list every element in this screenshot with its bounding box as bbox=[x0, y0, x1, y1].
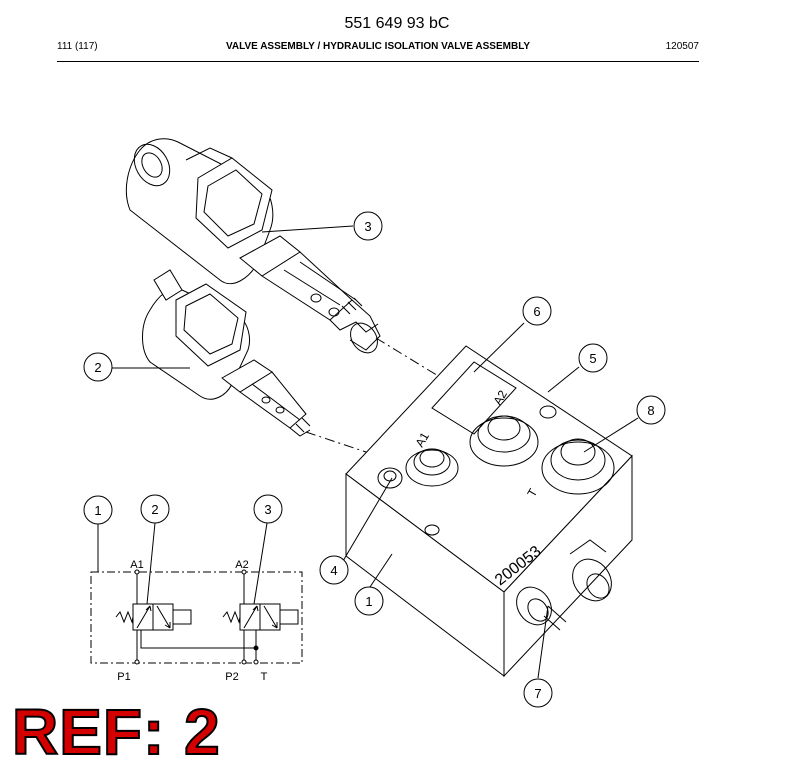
svg-text:2: 2 bbox=[151, 502, 158, 517]
page-number: 111 (117) bbox=[57, 41, 98, 52]
document-number: 551 649 93 bC bbox=[344, 15, 450, 32]
schematic-valve-1 bbox=[115, 569, 256, 665]
callout-3-schematic: 3 bbox=[253, 494, 283, 524]
callout-4-main: 4 bbox=[319, 555, 349, 585]
port-label-a2: A2 bbox=[490, 388, 510, 408]
svg-text:3: 3 bbox=[264, 502, 271, 517]
callout-1-main: 1 bbox=[354, 586, 384, 616]
leader-lines bbox=[112, 225, 639, 679]
page-header: 111 (117) VALVE ASSEMBLY / HYDRAULIC ISO… bbox=[57, 41, 699, 55]
solenoid-valve-lower bbox=[142, 269, 311, 437]
svg-text:3: 3 bbox=[364, 219, 371, 234]
svg-text:2: 2 bbox=[94, 360, 101, 375]
svg-text:6: 6 bbox=[533, 304, 540, 319]
manifold-block bbox=[345, 345, 633, 678]
callout-2-schematic: 2 bbox=[140, 494, 170, 524]
schematic-label-a1: A1 bbox=[130, 559, 143, 571]
header-divider bbox=[57, 61, 699, 62]
schematic-label-p1: P1 bbox=[117, 671, 130, 683]
svg-text:1: 1 bbox=[94, 503, 101, 518]
callout-6-main: 6 bbox=[522, 296, 552, 326]
svg-text:4: 4 bbox=[330, 563, 337, 578]
callout-1-schematic: 1 bbox=[83, 495, 113, 525]
svg-text:5: 5 bbox=[589, 351, 596, 366]
callout-7-main: 7 bbox=[523, 678, 553, 708]
schematic-label-t: T bbox=[261, 671, 268, 683]
solenoid-valve-upper bbox=[125, 138, 381, 354]
hydraulic-schematic: 1 2 3 A1 A2 P1 P2 T bbox=[83, 494, 303, 683]
schematic-valve-2 bbox=[222, 569, 299, 665]
svg-text:8: 8 bbox=[647, 403, 654, 418]
callout-5-main: 5 bbox=[578, 343, 608, 373]
schematic-label-a2: A2 bbox=[235, 559, 248, 571]
reference-label: REF: 2 bbox=[11, 696, 221, 768]
svg-text:7: 7 bbox=[534, 686, 541, 701]
svg-text:1: 1 bbox=[365, 594, 372, 609]
callout-2-main: 2 bbox=[83, 352, 113, 382]
revision-code: 120507 bbox=[665, 41, 699, 52]
callout-8-main: 8 bbox=[636, 395, 666, 425]
page-title: VALVE ASSEMBLY / HYDRAULIC ISOLATION VAL… bbox=[225, 41, 531, 52]
callout-3-main: 3 bbox=[353, 211, 383, 241]
port-label-a1: A1 bbox=[412, 430, 432, 450]
schematic-label-p2: P2 bbox=[225, 671, 238, 683]
